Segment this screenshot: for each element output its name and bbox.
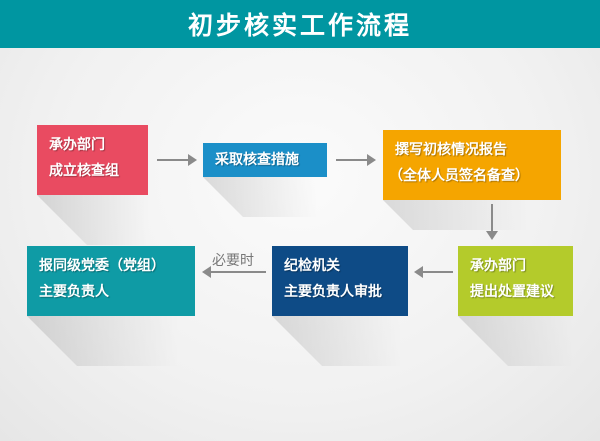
arrow-left-icon bbox=[414, 266, 453, 278]
step-label: 提出处置建议 bbox=[470, 284, 554, 300]
step-label: 承办部门 bbox=[470, 258, 526, 274]
shadow bbox=[203, 177, 367, 217]
arrow-right-icon bbox=[157, 154, 197, 166]
step-label: 撰写初核情况报告 bbox=[395, 142, 507, 158]
step-label: 报同级党委（党组） bbox=[39, 258, 165, 274]
step-4-box: 承办部门提出处置建议 bbox=[458, 246, 573, 316]
step-label: 纪检机关 bbox=[284, 258, 340, 274]
step-3-box: 撰写初核情况报告 （全体人员签名备查） bbox=[383, 130, 561, 200]
page-title: 初步核实工作流程 bbox=[187, 11, 412, 40]
arrow-down-icon bbox=[486, 204, 498, 240]
step-label: 采取核查措施 bbox=[215, 152, 299, 168]
shadow bbox=[27, 316, 245, 366]
conditional-label: 必要时 bbox=[212, 253, 254, 269]
step-label: 主要负责人审批 bbox=[284, 284, 382, 300]
step-label: 承办部门 bbox=[49, 137, 105, 153]
step-1-box: 承办部门成立核查组 bbox=[37, 125, 148, 195]
step-label: （全体人员签名备查） bbox=[389, 168, 529, 184]
arrow-right-icon bbox=[336, 154, 376, 166]
step-label: 主要负责人 bbox=[39, 284, 109, 300]
step-2-box: 采取核查措施 bbox=[203, 143, 327, 177]
step-5-box: 纪检机关主要负责人审批 bbox=[272, 246, 408, 316]
arrow-left-icon bbox=[202, 266, 266, 278]
shadow bbox=[272, 316, 458, 366]
shadow bbox=[458, 316, 600, 366]
shadow bbox=[37, 195, 198, 245]
shadow bbox=[383, 200, 591, 230]
title-banner: 初步核实工作流程 bbox=[0, 0, 600, 48]
step-label: 成立核查组 bbox=[49, 163, 119, 179]
step-6-box: 报同级党委（党组） 主要负责人 bbox=[27, 246, 195, 316]
